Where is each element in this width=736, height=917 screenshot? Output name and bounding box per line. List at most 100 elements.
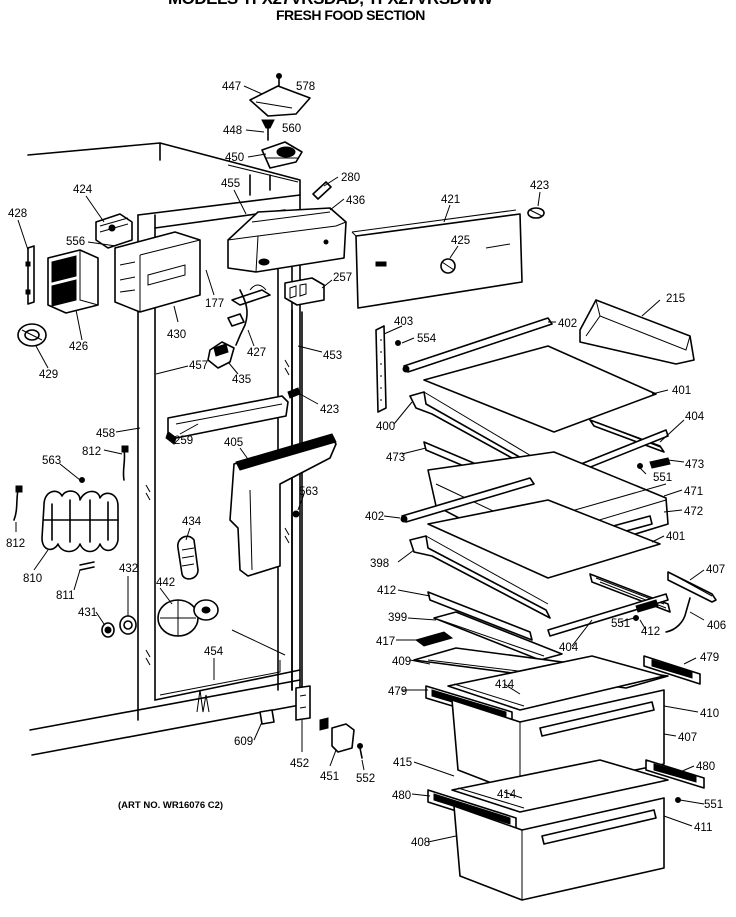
fan-blade-432 xyxy=(119,615,137,635)
callout-412-left: 412 xyxy=(377,585,396,597)
callout-421: 421 xyxy=(441,194,460,206)
knob-425 xyxy=(440,258,456,274)
callout-479-left: 479 xyxy=(388,686,407,698)
callout-402-top: 402 xyxy=(558,318,577,330)
callout-435: 435 xyxy=(232,374,251,386)
callout-429: 429 xyxy=(39,369,58,381)
callout-810: 810 xyxy=(23,573,42,585)
leader-lines xyxy=(15,85,705,843)
bracket-406 xyxy=(665,597,691,633)
callout-451: 451 xyxy=(320,771,339,783)
callout-473-left: 473 xyxy=(386,452,405,464)
callout-400: 400 xyxy=(376,421,395,433)
screw-563-left xyxy=(79,477,85,483)
duct-cover-405 xyxy=(229,433,337,577)
callout-454: 454 xyxy=(204,646,224,658)
refrigerator-cabinet xyxy=(27,142,301,756)
callout-458: 458 xyxy=(96,428,115,440)
screw-563-right xyxy=(292,510,300,518)
air-duct-436 xyxy=(227,207,347,273)
thermostat-424 xyxy=(95,213,133,249)
callout-473-right: 473 xyxy=(685,459,704,471)
control-housing-430 xyxy=(114,231,201,313)
callout-563-left: 563 xyxy=(42,455,61,467)
bushing-431 xyxy=(101,622,115,638)
callout-401-mid: 401 xyxy=(666,531,685,543)
callout-434: 434 xyxy=(182,516,202,528)
callout-560: 560 xyxy=(282,123,301,135)
callout-812-right: 812 xyxy=(82,446,101,458)
wire-812-right xyxy=(121,445,129,481)
callout-471: 471 xyxy=(684,486,703,498)
callout-455: 455 xyxy=(221,178,240,190)
light-housing-450 xyxy=(261,141,303,169)
callout-426: 426 xyxy=(69,341,88,353)
callout-398: 398 xyxy=(370,558,389,570)
screw-551-bottom xyxy=(675,797,681,803)
light-cover-447 xyxy=(249,85,311,117)
drawer-408 xyxy=(453,797,665,901)
callout-411: 411 xyxy=(694,822,712,834)
callout-428: 428 xyxy=(8,208,27,220)
light-lens-423-top xyxy=(527,207,545,219)
callout-280: 280 xyxy=(341,172,360,184)
callout-480-left: 480 xyxy=(392,790,411,802)
callout-177: 177 xyxy=(205,298,224,310)
callout-479-right: 479 xyxy=(700,652,719,664)
control-panel-421 xyxy=(351,209,523,309)
callout-403: 403 xyxy=(394,316,413,328)
callout-551-bottom: 551 xyxy=(704,799,723,811)
callout-425: 425 xyxy=(451,235,470,247)
callout-402-mid: 402 xyxy=(365,511,384,523)
callout-436: 436 xyxy=(346,195,365,207)
fan-motor-442 xyxy=(157,599,219,637)
wiring-427 xyxy=(227,284,271,346)
callout-448: 448 xyxy=(223,125,242,137)
callout-414-upper: 414 xyxy=(495,679,515,691)
callout-415: 415 xyxy=(393,757,412,769)
rod-407-right xyxy=(667,571,717,603)
callout-554: 554 xyxy=(417,333,437,345)
dairy-door-215 xyxy=(579,299,695,365)
bracket-428 xyxy=(25,245,35,305)
shelf-frame-402-top xyxy=(402,317,553,373)
knob-429 xyxy=(17,323,47,347)
shelf-frame-402-mid xyxy=(400,477,535,523)
callout-414-lower: 414 xyxy=(497,789,517,801)
screw-551-top xyxy=(637,463,643,469)
callout-812-left: 812 xyxy=(6,538,25,550)
shelf-398 xyxy=(409,535,551,619)
callout-407-right: 407 xyxy=(706,564,725,576)
callout-424: 424 xyxy=(73,184,93,196)
bulb-280 xyxy=(312,181,332,200)
slide-417 xyxy=(404,631,454,647)
callout-452: 452 xyxy=(290,758,309,770)
callout-409: 409 xyxy=(392,656,411,668)
screw-552 xyxy=(357,743,363,759)
callout-427: 427 xyxy=(247,347,266,359)
cam-609 xyxy=(259,709,275,725)
callout-423-top: 423 xyxy=(530,180,549,192)
callout-404-mid: 404 xyxy=(559,642,579,654)
callout-453: 453 xyxy=(323,350,342,362)
callout-417: 417 xyxy=(376,636,395,648)
callout-556: 556 xyxy=(66,236,85,248)
screw-554 xyxy=(395,340,401,346)
diagram-title-section: FRESH FOOD SECTION xyxy=(276,7,425,23)
rail-403 xyxy=(375,325,387,413)
callout-215: 215 xyxy=(666,293,685,305)
callout-551-top: 551 xyxy=(653,472,672,484)
callout-609: 609 xyxy=(234,736,253,748)
callout-551-mid: 551 xyxy=(611,618,630,630)
shelf-frame-399 xyxy=(433,611,563,661)
callout-423-mid: 423 xyxy=(320,404,339,416)
slide-479-right xyxy=(643,655,701,685)
callout-410: 410 xyxy=(700,708,719,720)
callout-552: 552 xyxy=(356,773,375,785)
shelf-support-259 xyxy=(165,395,289,445)
callout-401-top: 401 xyxy=(672,385,691,397)
callout-399: 399 xyxy=(388,612,407,624)
callout-257: 257 xyxy=(333,272,352,284)
rail-453 xyxy=(291,309,303,693)
